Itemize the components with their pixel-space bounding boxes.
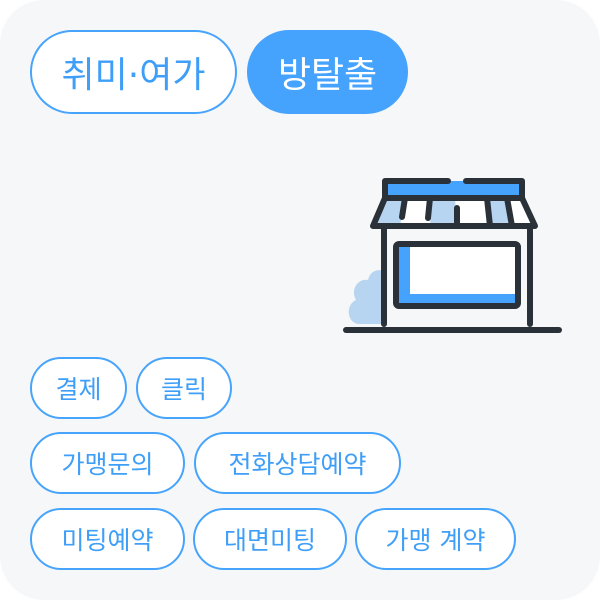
- tag-click[interactable]: 클릭: [136, 357, 232, 419]
- tag-label: 전화상담예약: [228, 450, 367, 479]
- tag-label: 가맹문의: [61, 450, 154, 479]
- tag-label: 가맹 계약: [385, 526, 486, 555]
- storefront-icon: [343, 178, 562, 333]
- category-chip-label: 방탈출: [277, 55, 378, 96]
- tag-phone-consultation[interactable]: 전화상담예약: [194, 432, 401, 494]
- tag-label: 클릭: [160, 375, 207, 404]
- tag-label: 결제: [55, 375, 102, 404]
- tag-meeting-reservation[interactable]: 미팅예약: [30, 508, 185, 570]
- tag-label: 대면미팅: [223, 526, 316, 555]
- tag-label: 미팅예약: [61, 526, 154, 555]
- category-chip-escape-room[interactable]: 방탈출: [247, 30, 408, 114]
- tag-franchise-contract[interactable]: 가맹 계약: [355, 508, 516, 570]
- tag-payment[interactable]: 결제: [30, 357, 127, 419]
- tag-in-person-meeting[interactable]: 대면미팅: [193, 508, 347, 570]
- category-chip-hobby[interactable]: 취미·여가: [30, 30, 237, 114]
- tag-franchise-inquiry[interactable]: 가맹문의: [30, 432, 185, 494]
- category-chip-label: 취미·여가: [61, 55, 206, 96]
